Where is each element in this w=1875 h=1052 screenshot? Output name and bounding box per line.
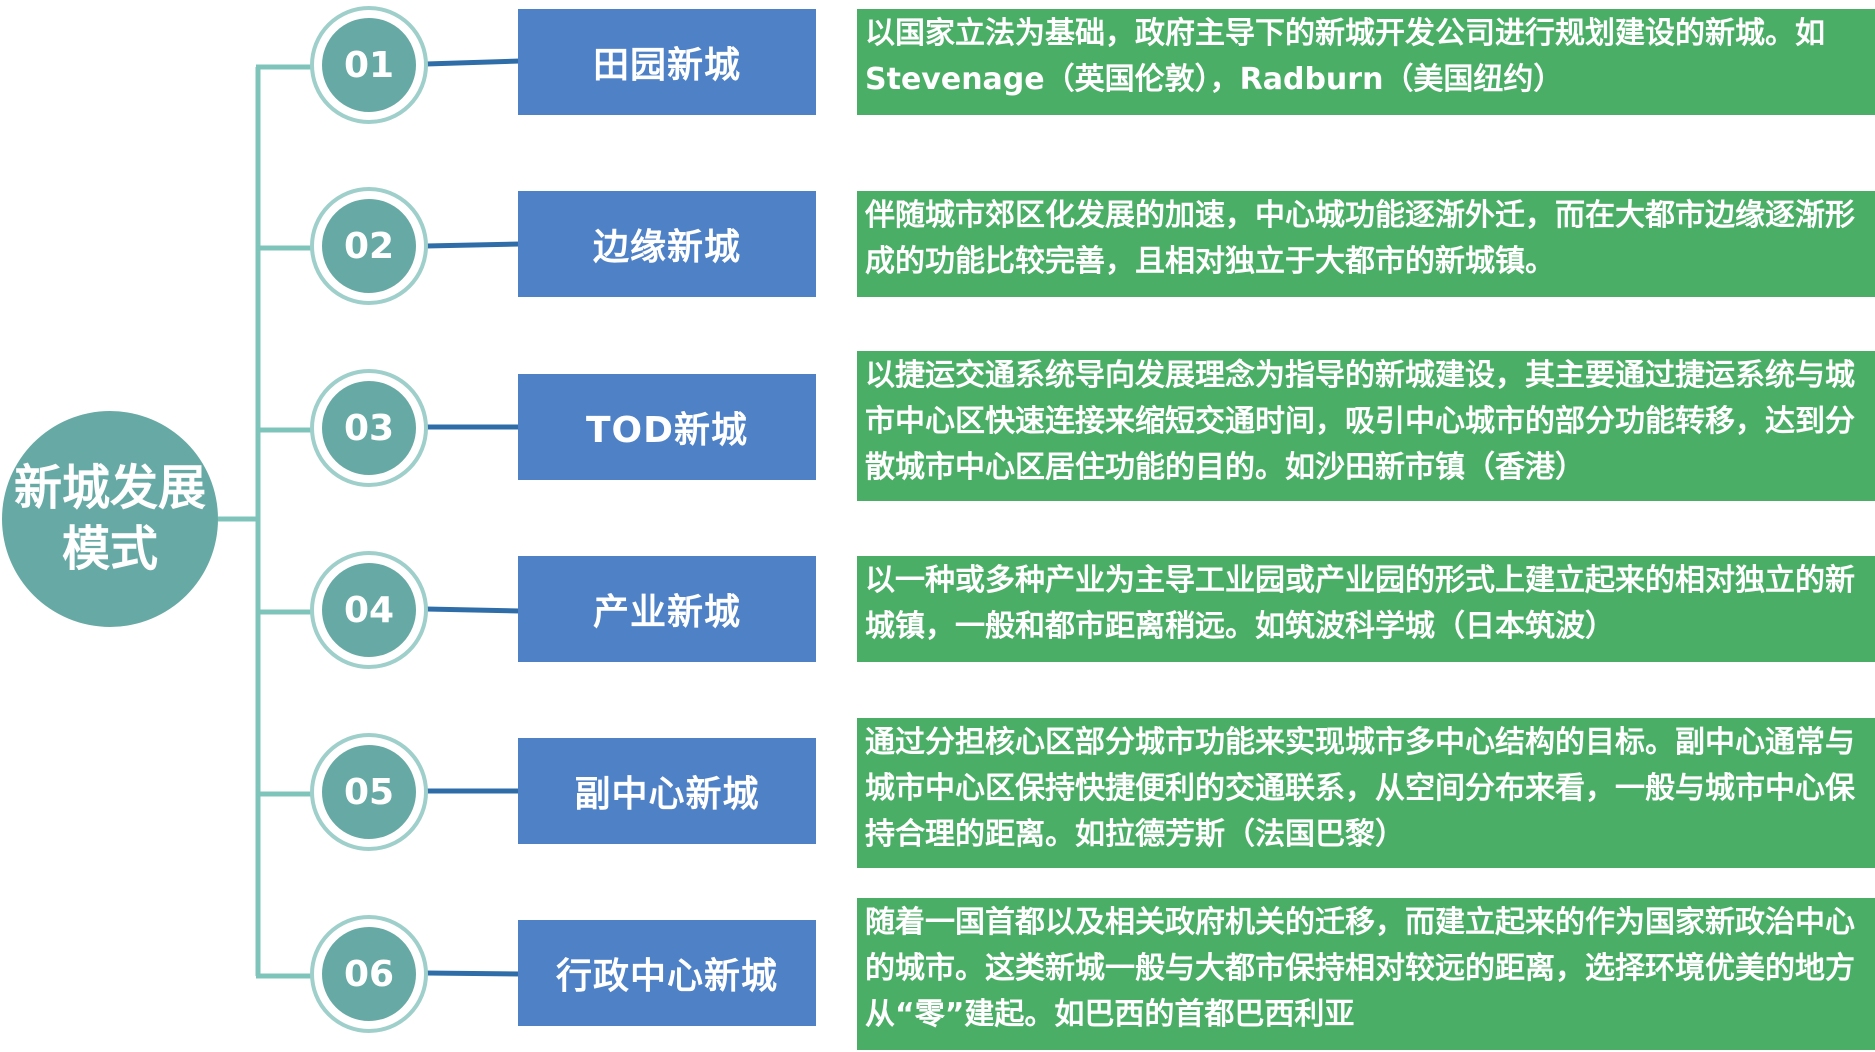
number-badge-inner: 06 bbox=[319, 924, 419, 1024]
description-text: 以一种或多种产业为主导工业园或产业园的形式上建立起来的相对独立的新城镇，一般和都… bbox=[865, 563, 1855, 644]
number-label: 04 bbox=[343, 589, 395, 631]
number-label: 05 bbox=[343, 771, 395, 813]
title-box-02: 边缘新城 bbox=[518, 191, 816, 297]
title-connector bbox=[425, 241, 521, 249]
title-box-05: 副中心新城 bbox=[518, 738, 816, 844]
description-text: 随着一国首都以及相关政府机关的迁移，而建立起来的作为国家新政治中心的城市。这类新… bbox=[865, 905, 1855, 1032]
title-connector bbox=[425, 58, 521, 67]
title-box-03: TOD新城 bbox=[518, 374, 816, 480]
number-badge-05: 05 bbox=[310, 733, 428, 851]
number-label: 01 bbox=[343, 44, 395, 86]
number-badge-04: 04 bbox=[310, 551, 428, 669]
number-badge-inner: 04 bbox=[319, 560, 419, 660]
number-label: 02 bbox=[343, 225, 395, 267]
number-badge-02: 02 bbox=[310, 187, 428, 305]
number-label: 06 bbox=[343, 953, 395, 995]
title-label: 边缘新城 bbox=[592, 227, 741, 268]
description-box-06: 随着一国首都以及相关政府机关的迁移，而建立起来的作为国家新政治中心的城市。这类新… bbox=[857, 898, 1875, 1050]
title-box-01: 田园新城 bbox=[518, 9, 816, 115]
description-text: 以捷运交通系统导向发展理念为指导的新城建设，其主要通过捷运系统与城市中心区快速连… bbox=[865, 358, 1855, 485]
number-badge-inner: 05 bbox=[319, 742, 419, 842]
number-badge-01: 01 bbox=[310, 6, 428, 124]
number-badge-inner: 03 bbox=[319, 378, 419, 478]
title-label: 田园新城 bbox=[592, 45, 741, 86]
description-text: 以国家立法为基础，政府主导下的新城开发公司进行规划建设的新城。如Stevenag… bbox=[865, 16, 1825, 97]
title-label: TOD新城 bbox=[585, 410, 749, 451]
root-node: 新城发展模式 bbox=[2, 411, 218, 627]
title-box-06: 行政中心新城 bbox=[518, 920, 816, 1026]
description-box-05: 通过分担核心区部分城市功能来实现城市多中心结构的目标。副中心通常与城市中心区保持… bbox=[857, 718, 1875, 868]
number-badge-06: 06 bbox=[310, 915, 428, 1033]
description-box-02: 伴随城市郊区化发展的加速，中心城功能逐渐外迁，而在大都市边缘逐渐形成的功能比较完… bbox=[857, 191, 1875, 297]
title-connector bbox=[425, 606, 521, 614]
number-label: 03 bbox=[343, 407, 395, 449]
number-badge-inner: 01 bbox=[319, 15, 419, 115]
title-label: 产业新城 bbox=[592, 592, 741, 633]
title-label: 行政中心新城 bbox=[555, 956, 778, 997]
description-box-01: 以国家立法为基础，政府主导下的新城开发公司进行规划建设的新城。如Stevenag… bbox=[857, 9, 1875, 115]
title-connector bbox=[425, 970, 521, 977]
description-box-03: 以捷运交通系统导向发展理念为指导的新城建设，其主要通过捷运系统与城市中心区快速连… bbox=[857, 351, 1875, 501]
number-badge-03: 03 bbox=[310, 369, 428, 487]
title-box-04: 产业新城 bbox=[518, 556, 816, 662]
description-text: 伴随城市郊区化发展的加速，中心城功能逐渐外迁，而在大都市边缘逐渐形成的功能比较完… bbox=[865, 198, 1855, 279]
root-label: 新城发展模式 bbox=[13, 460, 206, 577]
number-badge-inner: 02 bbox=[319, 196, 419, 296]
description-text: 通过分担核心区部分城市功能来实现城市多中心结构的目标。副中心通常与城市中心区保持… bbox=[865, 725, 1855, 852]
description-box-04: 以一种或多种产业为主导工业园或产业园的形式上建立起来的相对独立的新城镇，一般和都… bbox=[857, 556, 1875, 662]
title-label: 副中心新城 bbox=[574, 774, 760, 815]
